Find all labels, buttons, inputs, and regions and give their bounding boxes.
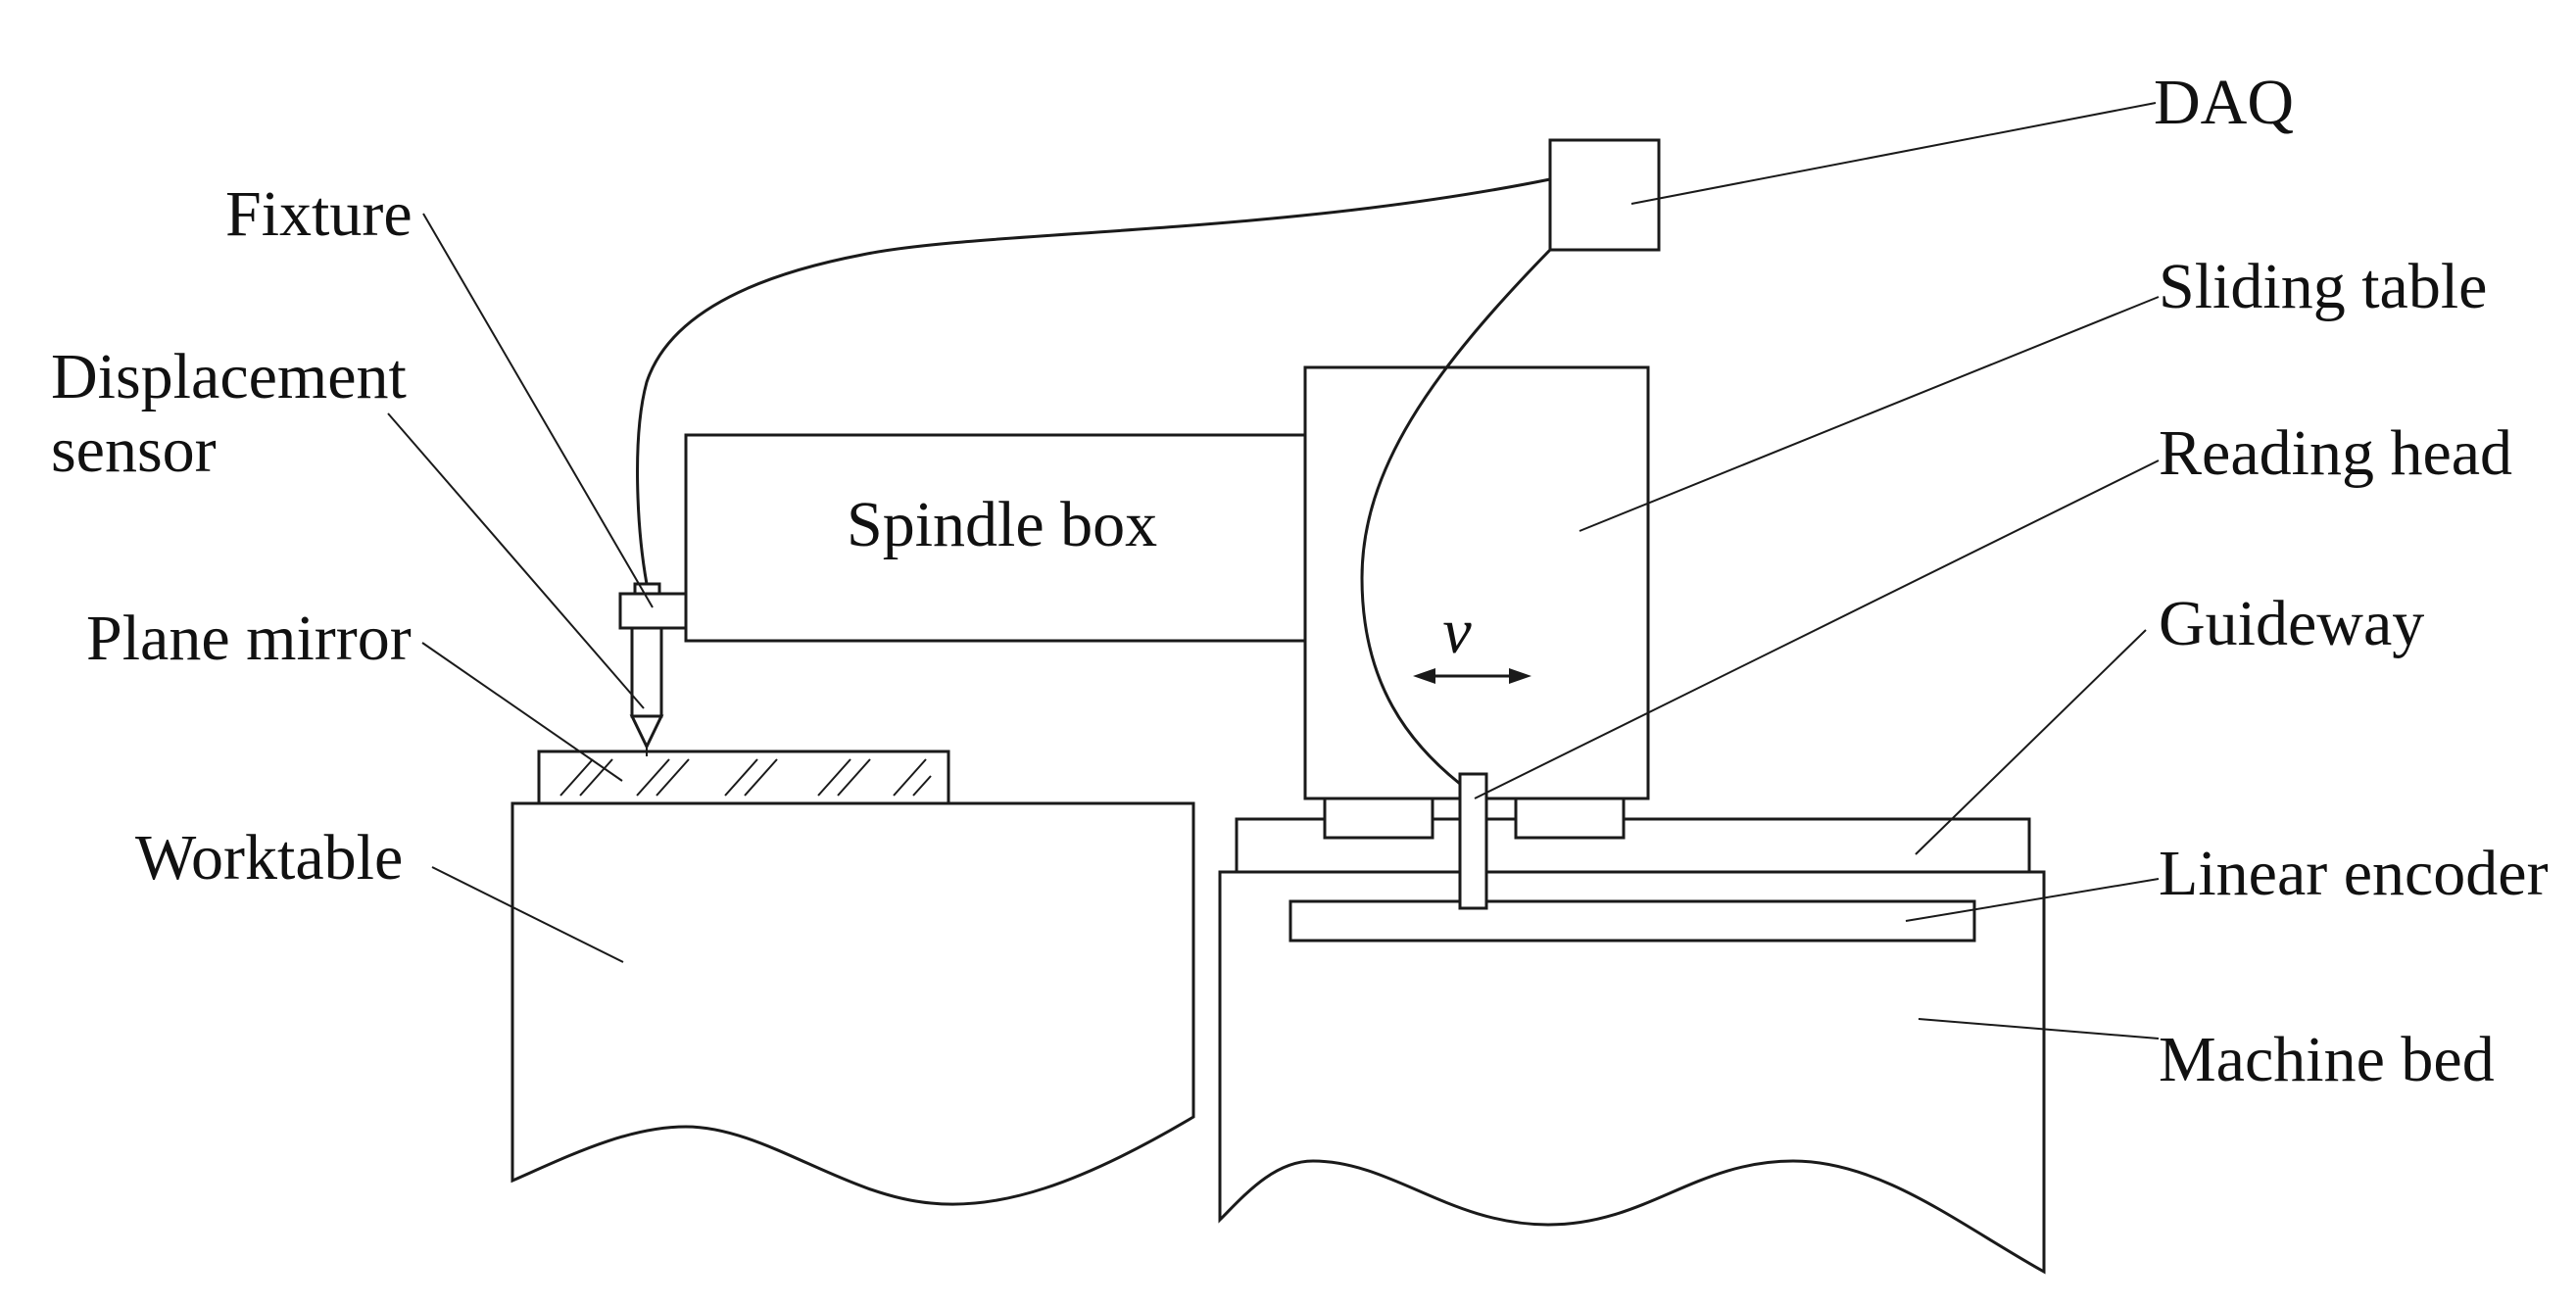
leader-reading-head xyxy=(1474,460,2160,799)
leader-worktable xyxy=(431,866,624,963)
label-displacement-sensor-line2: sensor xyxy=(51,414,217,486)
label-spindle-box: Spindle box xyxy=(847,489,1157,560)
label-machine-bed: Machine bed xyxy=(2159,1024,2495,1095)
displacement-sensor xyxy=(630,626,663,718)
sliding-table xyxy=(1303,365,1650,800)
leader-machine-bed xyxy=(1918,1018,2160,1040)
sliding-table-foot-left xyxy=(1323,797,1434,840)
label-sliding-table: Sliding table xyxy=(2159,251,2487,322)
encoder-cable xyxy=(1360,248,1552,786)
velocity-arrow xyxy=(1413,668,1531,684)
leader-daq xyxy=(1630,102,2157,205)
leader-plane-mirror xyxy=(421,642,623,782)
label-worktable: Worktable xyxy=(135,822,403,894)
leader-displacement-sensor xyxy=(387,412,645,709)
leader-linear-encoder xyxy=(1905,878,2160,922)
leader-sliding-table xyxy=(1579,296,2160,532)
leader-fixture xyxy=(422,213,654,608)
daq-box xyxy=(1548,138,1661,252)
sliding-table-foot-right xyxy=(1514,797,1626,840)
sensor-cable xyxy=(636,177,1551,585)
worktable-body xyxy=(510,801,1195,1206)
displacement-sensor-tip xyxy=(629,714,664,750)
label-plane-mirror: Plane mirror xyxy=(86,603,412,674)
linear-encoder xyxy=(1288,899,1976,943)
label-linear-encoder: Linear encoder xyxy=(2159,838,2549,909)
plane-mirror-hatching xyxy=(559,758,932,797)
label-daq: DAQ xyxy=(2154,67,2294,138)
label-guideway: Guideway xyxy=(2159,588,2424,659)
fixture-cap xyxy=(633,582,661,596)
reading-head xyxy=(1458,772,1488,910)
leader-guideway xyxy=(1915,629,2147,855)
label-reading-head: Reading head xyxy=(2159,417,2512,489)
leader-lines xyxy=(387,102,2160,1040)
plane-mirror xyxy=(537,750,950,805)
label-displacement-sensor-line1: Displacement xyxy=(51,341,407,412)
fixture xyxy=(618,592,688,630)
machine-bed-body xyxy=(1218,870,2046,1275)
label-fixture: Fixture xyxy=(225,178,413,250)
velocity-label: v xyxy=(1442,596,1472,667)
